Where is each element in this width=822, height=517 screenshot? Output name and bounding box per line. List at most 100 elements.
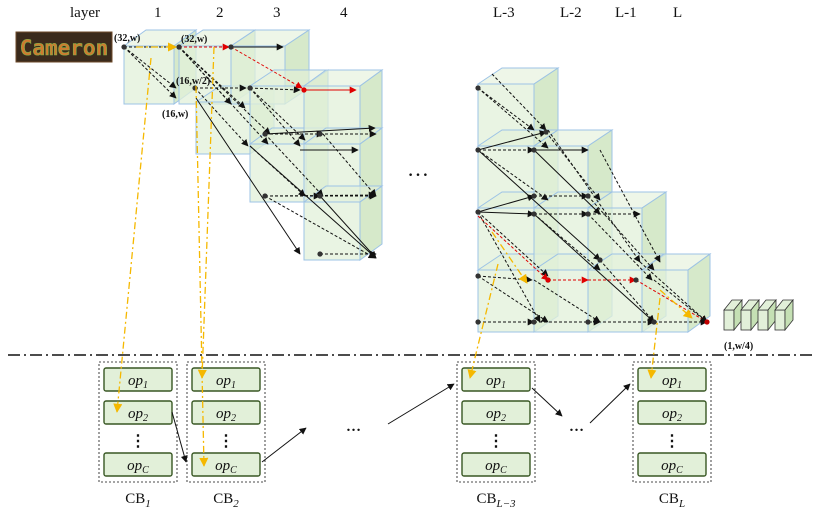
grid-node <box>585 193 591 199</box>
op-label: opC <box>485 458 507 476</box>
output-size-label: (1,w/4) <box>724 341 753 352</box>
grid-node <box>262 193 268 199</box>
op-label: opC <box>127 458 149 476</box>
layer-label: L <box>673 5 682 21</box>
op-box <box>191 400 261 425</box>
layer-label: L-2 <box>560 5 582 21</box>
supernet-nodes <box>121 44 710 325</box>
cell-to-node-links <box>113 42 693 467</box>
output-block-front <box>774 309 786 331</box>
layer-label: L-3 <box>493 5 515 21</box>
op-dots: ⋮ <box>130 433 146 450</box>
transition-edge <box>264 124 376 135</box>
grid-node <box>228 44 234 50</box>
op-label: opC <box>661 458 683 476</box>
transition-edge <box>477 87 549 149</box>
op-box <box>191 452 261 477</box>
layer-label: 3 <box>273 5 281 21</box>
grid-node <box>475 147 481 153</box>
transition-edge <box>547 129 641 263</box>
cell-outline <box>186 361 266 483</box>
coordinate-labels: (32,w) (32,w) (16,w/2) (16,w) (1,w/4) <box>114 33 753 352</box>
grid-node <box>585 319 591 325</box>
cell-link <box>659 289 693 319</box>
grid-node <box>317 251 323 257</box>
transition-edge <box>178 46 269 145</box>
ellipsis-top: … <box>407 156 429 181</box>
grid-node <box>247 85 253 91</box>
cell-link <box>197 46 215 379</box>
coord-label: (32,w) <box>181 34 207 45</box>
grid-node <box>531 211 537 217</box>
cell-outline <box>632 361 712 483</box>
grid-node <box>585 211 591 217</box>
transition-edge <box>230 46 303 89</box>
op-box <box>637 400 707 425</box>
cell-link-arrow <box>261 427 307 463</box>
op-label: op1 <box>486 373 506 391</box>
cube-front-face <box>533 269 589 333</box>
input-word-text: Cameron <box>20 36 109 60</box>
transition-edge <box>587 213 653 281</box>
transition-edge <box>477 149 549 201</box>
transition-edge <box>249 145 377 259</box>
cell-link <box>113 57 152 413</box>
transition-edge <box>477 275 549 323</box>
op-label: opC <box>215 458 237 476</box>
transition-edge <box>477 194 535 213</box>
grid-node <box>545 277 551 283</box>
transition-edge <box>123 46 177 99</box>
cell-link <box>647 297 661 379</box>
transition-edge <box>264 195 376 259</box>
cell-outline <box>456 361 536 483</box>
transition-edge <box>533 213 655 323</box>
output-block-front <box>723 309 735 331</box>
transition-edge <box>491 73 547 131</box>
output-block-front <box>740 309 752 331</box>
cell-link-arrow <box>171 411 188 463</box>
transition-edge <box>477 211 541 323</box>
output-block-front <box>757 309 769 331</box>
op-label: op1 <box>128 373 148 391</box>
transition-edge <box>477 215 549 281</box>
layer-label: 4 <box>340 5 348 21</box>
op-label: op1 <box>662 373 682 391</box>
coord-label: (16,w) <box>162 109 188 120</box>
op-box <box>461 367 531 392</box>
transition-edge <box>635 279 708 323</box>
grid-node <box>651 319 657 325</box>
op-box <box>191 367 261 392</box>
grid-node <box>301 87 307 93</box>
layer-label: 2 <box>216 5 224 21</box>
transition-edge <box>599 149 661 263</box>
grid-node <box>531 193 537 199</box>
op-label: op2 <box>128 406 148 424</box>
cell-block: op1 op2 opC ⋮ CBL <box>632 361 712 510</box>
cube-front-face <box>303 201 361 261</box>
output-block-side <box>784 298 794 332</box>
grid-node <box>317 193 323 199</box>
supernet-cubes <box>122 29 712 333</box>
cell-blocks: op1op2opC⋮CB1op1op2opC⋮CB2op1op2opC⋮CBL−… <box>98 361 712 510</box>
transition-edge <box>249 87 301 147</box>
cell-label: CBL <box>659 491 685 510</box>
grid-node <box>475 319 481 325</box>
cell-link-arrow <box>531 387 563 417</box>
op-box <box>637 452 707 477</box>
output-block <box>740 298 760 332</box>
op-box <box>103 452 173 477</box>
op-label: op2 <box>662 406 682 424</box>
grid-node <box>531 147 537 153</box>
coord-label: (16,w/2) <box>176 76 210 87</box>
grid-node <box>704 319 710 325</box>
cell-link <box>491 231 528 284</box>
op-dots: ⋮ <box>488 433 504 450</box>
grid-node <box>531 319 537 325</box>
transition-edge <box>533 149 601 215</box>
ellipsis-bottom: … <box>569 419 584 435</box>
coord-label: (32,w) <box>114 33 140 44</box>
op-dots: ⋮ <box>664 433 680 450</box>
